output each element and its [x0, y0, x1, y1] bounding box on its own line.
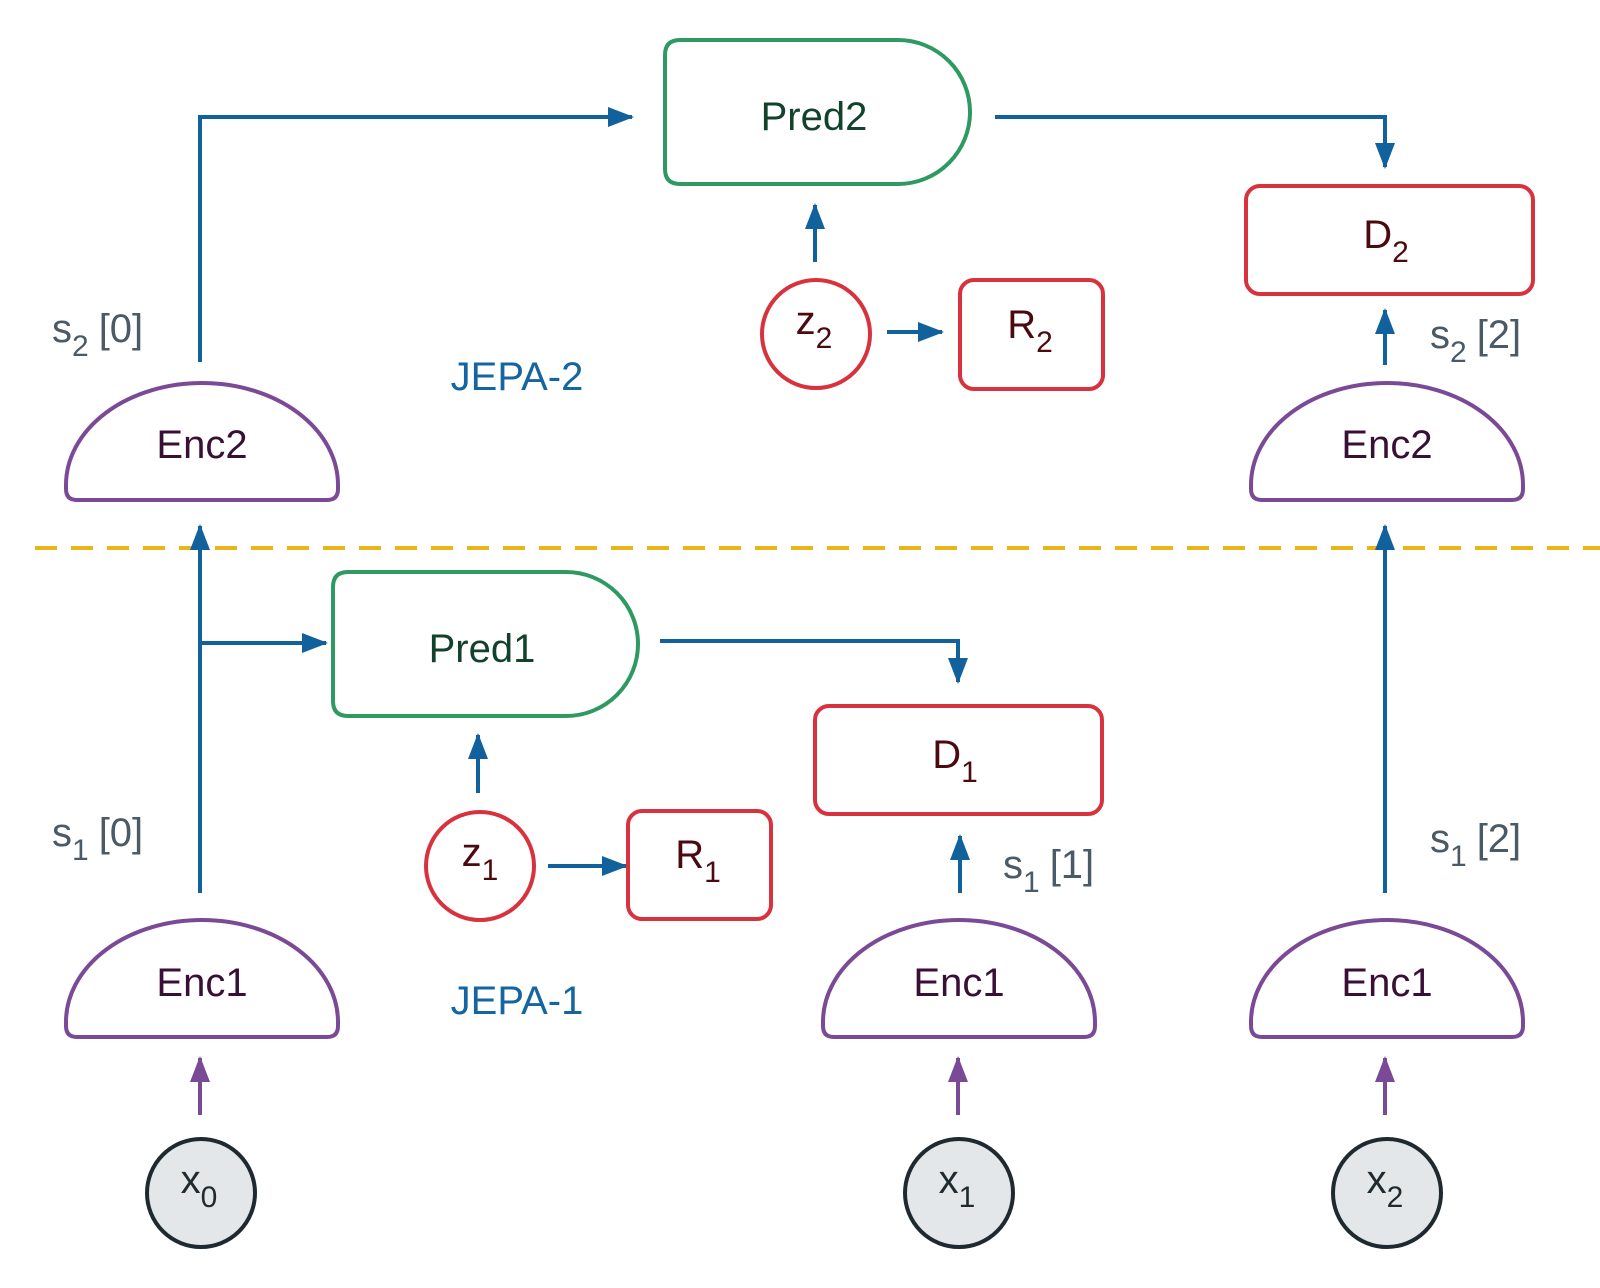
enc1-1-label: Enc1 [913, 961, 1004, 1005]
svg-text:s2[2]: s2 [2] [1430, 313, 1521, 369]
r2-base: R [1007, 303, 1036, 347]
d1-base: D [932, 733, 961, 777]
d1-node: D1 [813, 704, 1104, 816]
pred1-label: Pred1 [429, 627, 536, 671]
svg-text:s2[0]: s2 [0] [52, 307, 143, 363]
input-x2: x2 [1331, 1137, 1443, 1249]
s1-1-sub: 1 [1023, 866, 1040, 899]
z1-node: z1 [424, 810, 536, 922]
svg-text:x2: x2 [1367, 1158, 1404, 1214]
r1-node: R1 [626, 809, 773, 921]
svg-text:R1: R1 [675, 833, 721, 889]
z2-sub: 2 [816, 322, 833, 355]
z2-node: z2 [760, 278, 872, 390]
svg-text:R2: R2 [1007, 303, 1053, 359]
d1-sub: 1 [961, 756, 978, 789]
svg-text:D2: D2 [1363, 213, 1409, 269]
level2-arrows [198, 107, 1395, 365]
x2-base: x [1367, 1158, 1387, 1202]
svg-text:D1: D1 [932, 733, 978, 789]
arrow-s2-0-to-pred2 [198, 107, 634, 362]
jepa1-label: JEPA-1 [451, 979, 584, 1023]
enc1-2-label: Enc1 [1341, 961, 1432, 1005]
pred2-node: Pred2 [663, 38, 972, 186]
input-x1: x1 [903, 1137, 1015, 1249]
x0-sub: 0 [201, 1181, 218, 1214]
s2-0-sub: 2 [72, 330, 89, 363]
s1-0-idx: [0] [99, 811, 143, 855]
d2-sub: 2 [1392, 236, 1409, 269]
enc2-left-node: Enc2 [64, 381, 340, 502]
s1-1-idx: [1] [1050, 843, 1094, 887]
x0-base: x [181, 1158, 201, 1202]
pred1-node: Pred1 [331, 570, 640, 718]
enc2-left-label: Enc2 [156, 423, 247, 467]
s1-2-sub: 1 [1450, 840, 1467, 873]
enc1-0-node: Enc1 [64, 918, 340, 1039]
d2-base: D [1363, 213, 1392, 257]
arrow-pred1-to-d1 [660, 639, 968, 684]
z1-sub: 1 [482, 854, 499, 887]
svg-text:s1[1]: s1 [1] [1003, 843, 1094, 899]
svg-text:x0: x0 [181, 1158, 218, 1214]
z2-base: z [796, 299, 816, 343]
s2-2-base: s [1430, 313, 1450, 357]
d2-node: D2 [1244, 184, 1535, 296]
r2-node: R2 [958, 278, 1105, 391]
s2-2-idx: [2] [1477, 313, 1521, 357]
enc2-right-label: Enc2 [1341, 423, 1432, 467]
jepa2-label: JEPA-2 [451, 355, 584, 399]
s1-2-idx: [2] [1477, 817, 1521, 861]
r2-sub: 2 [1036, 326, 1053, 359]
s2-0-base: s [52, 307, 72, 351]
svg-text:x1: x1 [939, 1158, 976, 1214]
enc1-1-node: Enc1 [821, 918, 1097, 1039]
s2-0-idx: [0] [99, 307, 143, 351]
input-x0: x0 [145, 1137, 257, 1249]
svg-text:s1[0]: s1 [0] [52, 811, 143, 867]
z1-base: z [462, 831, 482, 875]
svg-text:z2: z2 [796, 299, 833, 355]
s1-1-base: s [1003, 843, 1023, 887]
s1-0-base: s [52, 811, 72, 855]
svg-text:z1: z1 [462, 831, 499, 887]
enc2-right-node: Enc2 [1249, 381, 1525, 502]
s2-2-sub: 2 [1450, 336, 1467, 369]
enc1-2-node: Enc1 [1249, 918, 1525, 1039]
level1-arrows [190, 524, 1395, 893]
s1-0-sub: 1 [72, 834, 89, 867]
x1-base: x [939, 1158, 959, 1202]
x1-sub: 1 [959, 1181, 976, 1214]
svg-text:s1[2]: s1 [2] [1430, 817, 1521, 873]
r1-sub: 1 [704, 856, 721, 889]
enc1-0-label: Enc1 [156, 961, 247, 1005]
x2-sub: 2 [1387, 1181, 1404, 1214]
arrow-pred2-to-d2 [995, 115, 1395, 169]
s1-2-base: s [1430, 817, 1450, 861]
r1-base: R [675, 833, 704, 877]
input-arrows [190, 1056, 1395, 1115]
pred2-label: Pred2 [761, 95, 868, 139]
